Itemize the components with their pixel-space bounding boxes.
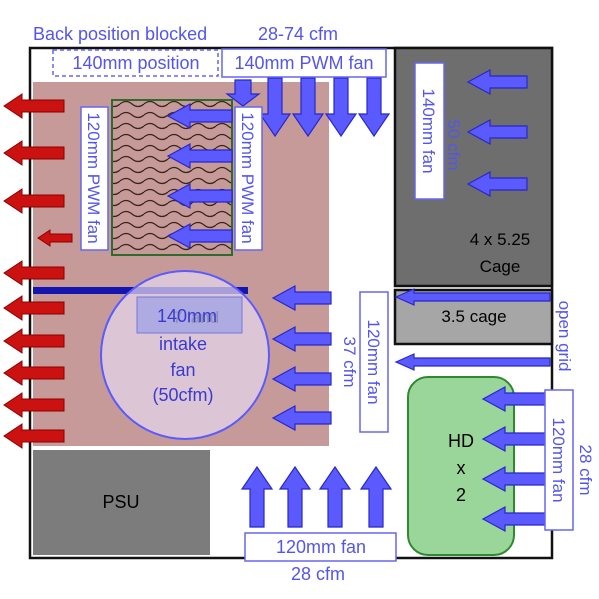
blue-airflow-arrow-icon (318, 465, 352, 528)
front-top-fan-label: 140mm fan (419, 88, 438, 173)
blue-airflow-arrow-icon (466, 170, 528, 198)
intake-line-3: (50cfm) (152, 385, 213, 405)
intake-label-box (136, 296, 243, 334)
blue-airflow-arrow-icon (357, 77, 391, 138)
cage-35-label: 3.5 cage (441, 307, 506, 326)
mid-fan-label: 120mm fan (364, 319, 383, 404)
red-exhaust-arrow-icon (3, 260, 65, 286)
red-exhaust-arrow-icon (3, 423, 65, 449)
red-exhaust-arrow-icon (37, 229, 73, 247)
red-exhaust-arrow-icon (3, 392, 65, 418)
mid-fan-box (359, 291, 389, 433)
blue-airflow-arrow-icon (166, 102, 233, 130)
airflow-arrows (166, 68, 551, 533)
cage-525-line-1: 4 x 5.25 (470, 230, 531, 249)
cpu-fan-right-box (234, 106, 263, 251)
intake-fan-circle (100, 270, 270, 440)
front-bottom-fan-box (544, 389, 574, 531)
blue-airflow-arrow-icon (166, 222, 233, 250)
intake-hidden-text: 7 land (173, 308, 219, 327)
cpu-fan-right-label: 120mm PWM fan (238, 112, 257, 243)
blue-airflow-arrow-icon (271, 325, 332, 353)
open-grid-label: open grid (555, 301, 574, 372)
red-exhaust-arrow-icon (3, 140, 65, 166)
mid-cfm-label: 37 cfm (340, 336, 359, 387)
blue-airflow-arrow-icon (394, 353, 551, 371)
front-top-cfm-label: 50 cfm (444, 119, 463, 170)
red-exhaust-arrow-icon (3, 188, 65, 214)
top-140-position-label: 140mm position (72, 53, 199, 73)
bottom-fan-box (244, 532, 397, 562)
hd-line-1: HD (448, 431, 474, 451)
blue-airflow-arrow-icon (324, 77, 358, 138)
blue-airflow-arrow-icon (258, 77, 292, 138)
blue-airflow-arrow-icon (166, 182, 233, 210)
red-exhaust-arrow-icon (3, 360, 65, 386)
cage-525-line-2: Cage (480, 257, 521, 276)
bottom-fan-label: 120mm fan (276, 537, 366, 557)
top-140-pwm-label: 140mm PWM fan (234, 53, 373, 73)
top-140-pwm-box (221, 48, 387, 78)
blue-airflow-arrow-icon (394, 288, 551, 306)
blue-airflow-arrow-icon (291, 77, 325, 138)
bottom-cfm-label: 28 cfm (291, 564, 345, 584)
cpu-fan-left-label: 120mm PWM fan (84, 112, 103, 243)
heatsink-fins (113, 101, 231, 254)
top-cfm-label: 28-74 cfm (258, 24, 338, 44)
red-exhaust-arrow-icon (3, 93, 65, 119)
blue-airflow-arrow-icon (225, 79, 261, 107)
hd-line-3: 2 (456, 485, 466, 505)
hard-drive-bay (407, 376, 515, 556)
hd-line-2: x (457, 458, 466, 478)
front-bottom-cfm-label: 28 cfm (576, 444, 595, 495)
intake-box-text: 140mm (157, 306, 217, 326)
blue-airflow-arrow-icon (166, 142, 233, 170)
top-140-position-box (52, 49, 219, 77)
blue-airflow-arrow-icon (271, 284, 332, 312)
blue-airflow-arrow-icon (466, 68, 528, 96)
psu-label: PSU (102, 492, 139, 512)
red-exhaust-arrow-icon (3, 328, 65, 354)
blue-airflow-arrow-icon (271, 404, 332, 432)
red-exhaust-arrow-icon (3, 295, 65, 321)
exhaust-arrows (3, 93, 73, 449)
intake-line-1: intake (159, 334, 207, 354)
blue-airflow-arrow-icon (359, 465, 393, 528)
blue-airflow-arrow-icon (271, 365, 332, 393)
front-bottom-fan-label: 120mm fan (549, 417, 568, 502)
cpu-fan-left-box (80, 106, 109, 251)
blue-airflow-arrow-icon (278, 465, 312, 528)
blue-airflow-arrow-icon (466, 118, 528, 146)
front-top-fan-box (414, 62, 445, 200)
intake-line-2: fan (170, 360, 195, 380)
back-blocked-label: Back position blocked (33, 24, 207, 44)
blue-airflow-arrow-icon (240, 465, 274, 528)
psu (33, 450, 210, 555)
